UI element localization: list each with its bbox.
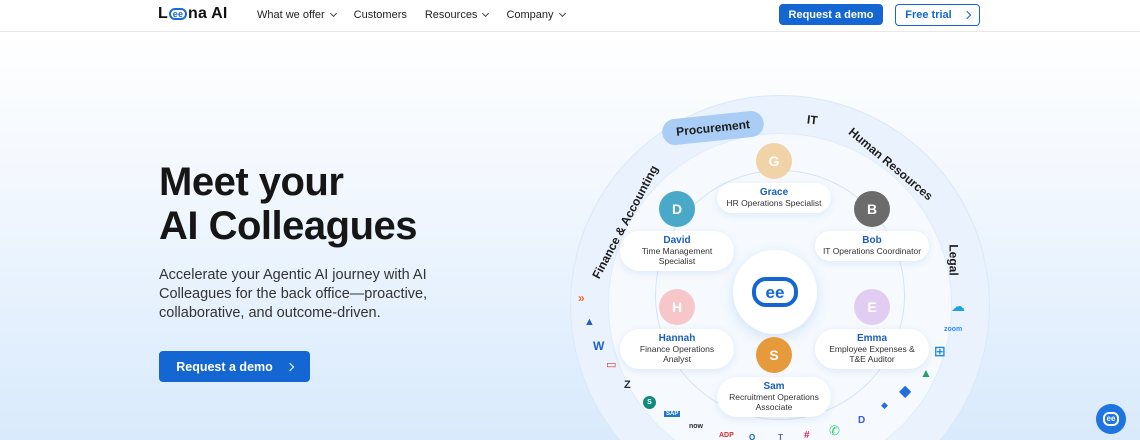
- chevron-down-icon: [329, 9, 337, 18]
- agent-name: Hannah: [658, 333, 696, 344]
- google-drive-logo-icon: ▲: [920, 366, 932, 380]
- nav-label: Company: [506, 9, 554, 21]
- nav-label: Resources: [424, 9, 478, 21]
- avatar: B: [854, 191, 890, 227]
- agent-sam[interactable]: S Sam Recruitment Operations Associate: [717, 337, 831, 417]
- hero-request-demo-button[interactable]: Request a demo: [159, 351, 310, 382]
- nav-customers[interactable]: Customers: [354, 9, 407, 21]
- chevron-down-icon: [482, 9, 490, 18]
- agent-bob[interactable]: B Bob IT Operations Coordinator: [815, 191, 929, 261]
- logo-text-prefix: L: [158, 5, 168, 22]
- logo-ee-icon: ee: [168, 8, 187, 20]
- salesforce-logo-icon: ☁: [951, 298, 965, 314]
- adp-logo-icon: ADP: [719, 432, 734, 439]
- avatar: D: [659, 191, 695, 227]
- free-trial-button[interactable]: Free trial: [895, 4, 980, 26]
- oracle-logo-icon: ▭: [606, 359, 617, 371]
- agent-name: David: [663, 235, 691, 246]
- agent-role: Employee Expenses & T&E Auditor: [829, 344, 915, 364]
- dropbox-logo-icon: ◆: [881, 400, 888, 410]
- chat-ee-icon: ee: [1102, 412, 1120, 426]
- workday-logo-icon: W: [593, 339, 605, 353]
- avatar: H: [659, 289, 695, 325]
- slack-logo-icon: #: [804, 430, 810, 440]
- nav-resources[interactable]: Resources: [424, 9, 490, 21]
- agent-card: Sam Recruitment Operations Associate: [717, 377, 831, 417]
- agent-card: Hannah Finance Operations Analyst: [620, 329, 734, 369]
- agent-role: Finance Operations Analyst: [639, 344, 715, 364]
- category-legal[interactable]: Legal: [946, 244, 961, 276]
- teams-logo-icon: T: [778, 433, 783, 440]
- hero-headline: Meet your AI Colleagues: [159, 160, 418, 248]
- servicenow-logo-icon: now: [689, 423, 703, 430]
- free-trial-label: Free trial: [905, 9, 952, 21]
- nav-label: What we offer: [257, 9, 325, 21]
- leena-ee-icon: ee: [752, 277, 798, 307]
- agent-david[interactable]: D David Time Management Specialist: [620, 191, 734, 271]
- agent-role: Recruitment Operations Associate: [729, 392, 819, 412]
- request-demo-button[interactable]: Request a demo: [779, 4, 883, 25]
- chevron-right-icon: [285, 362, 295, 371]
- leena-ai-logo[interactable]: L ee na AI: [158, 5, 228, 23]
- headline-line-1: Meet your: [159, 160, 344, 204]
- avatar: E: [854, 289, 890, 325]
- logo-text-suffix: na AI: [187, 5, 228, 22]
- agent-name: Sam: [763, 381, 785, 392]
- jira-logo-icon: ◆: [899, 383, 912, 400]
- hero-subtext: Accelerate your Agentic AI journey with …: [159, 267, 428, 321]
- category-it[interactable]: IT: [806, 112, 819, 128]
- chat-widget-button[interactable]: ee: [1096, 404, 1126, 434]
- agent-name: Emma: [856, 333, 887, 344]
- agent-card: David Time Management Specialist: [620, 231, 734, 271]
- zoom-logo-icon: zoom: [944, 326, 963, 333]
- leena-hub: ee: [733, 250, 817, 334]
- dynamics-logo-icon: D: [858, 415, 866, 426]
- agent-card: Emma Employee Expenses & T&E Auditor: [815, 329, 929, 369]
- atlassian-logo-icon: ▲: [584, 316, 595, 328]
- chevron-down-icon: [558, 9, 566, 18]
- sharepoint-logo-icon: S: [643, 396, 656, 409]
- whatsapp-logo-icon: ✆: [829, 423, 840, 438]
- agent-name: Grace: [759, 187, 789, 198]
- agent-emma[interactable]: E Emma Employee Expenses & T&E Auditor: [815, 289, 929, 369]
- agent-role: HR Operations Specialist: [726, 198, 822, 208]
- freshworks-logo-icon: »: [578, 291, 585, 305]
- avatar: G: [756, 143, 792, 179]
- agent-role: IT Operations Coordinator: [822, 246, 922, 256]
- agent-hannah[interactable]: H Hannah Finance Operations Analyst: [620, 289, 734, 369]
- nav-what-we-offer[interactable]: What we offer: [257, 9, 337, 21]
- windows-logo-icon: ⊞: [934, 343, 946, 359]
- sap-logo-icon: SAP: [664, 411, 681, 417]
- agent-card: Bob IT Operations Coordinator: [815, 231, 929, 261]
- chevron-right-icon: [962, 10, 971, 20]
- ai-colleagues-diagram: Finance & Accounting Procurement IT Huma…: [570, 95, 990, 440]
- outlook-logo-icon: O: [749, 433, 756, 440]
- top-nav: L ee na AI What we offer Customers Resou…: [0, 0, 1140, 32]
- agent-grace[interactable]: G Grace HR Operations Specialist: [717, 143, 831, 213]
- zendesk-logo-icon: Z: [624, 379, 631, 391]
- agent-name: Bob: [862, 235, 882, 246]
- agent-card: Grace HR Operations Specialist: [717, 183, 831, 213]
- nav-label: Customers: [353, 9, 407, 21]
- cta-label: Request a demo: [176, 359, 273, 374]
- avatar: S: [756, 337, 792, 373]
- nav-menu: What we offer Customers Resources Compan…: [257, 9, 566, 21]
- agent-role: Time Management Specialist: [641, 246, 713, 266]
- headline-line-2: AI Colleagues: [159, 204, 418, 248]
- nav-company[interactable]: Company: [506, 9, 566, 21]
